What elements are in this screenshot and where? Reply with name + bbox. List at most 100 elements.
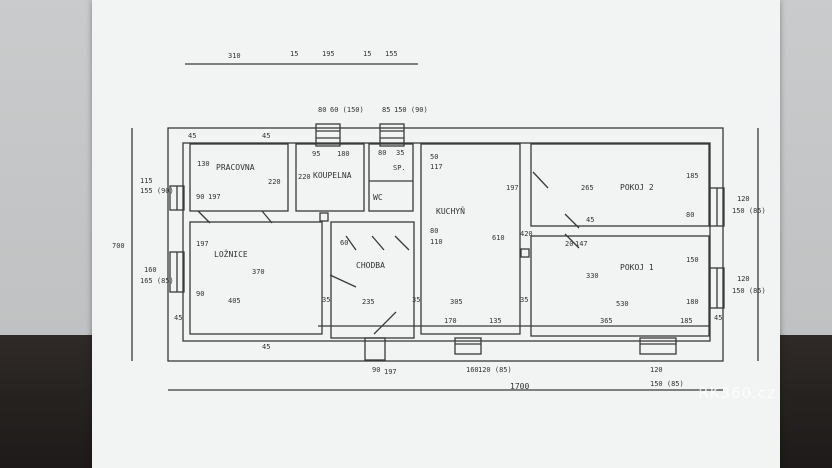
dim-label: 20 <box>565 240 573 248</box>
room-label-chodba: CHODBA <box>356 261 385 270</box>
dim-label: 220 <box>298 173 311 181</box>
room-label-kuchyn: KUCHYŇ <box>436 205 465 216</box>
door-swing <box>261 210 273 224</box>
dim-label: 80 <box>430 227 438 235</box>
door-swing <box>329 274 357 288</box>
room-kuchyn <box>420 143 521 335</box>
dim-label: 530 <box>616 300 629 308</box>
room-koupelna <box>295 143 365 212</box>
dim-label: 120 <box>737 195 750 203</box>
dim-label: 147 <box>575 240 588 248</box>
dim-label: 45 <box>174 314 182 322</box>
dim-label: 235 <box>362 298 375 306</box>
dim-label: 197 <box>384 368 397 376</box>
dim-label: 150 <box>686 256 699 264</box>
dim-label: 180 <box>337 150 350 158</box>
dim-label: 45 <box>262 132 270 140</box>
dim-label: SP. <box>393 164 406 172</box>
dim-label: 170 <box>444 317 457 325</box>
dim-label: 185 <box>680 317 693 325</box>
dim-label: 60 <box>340 239 348 247</box>
dim-label-overall-width: 1700 <box>510 382 529 391</box>
dim-label: 35 <box>322 296 330 304</box>
dim-label: 45 <box>188 132 196 140</box>
room-label-pracovna: PRACOVNA <box>216 163 255 172</box>
door-swing <box>394 235 410 251</box>
door-swing <box>532 171 549 189</box>
dim-label: 310 <box>228 52 241 60</box>
dim-label: 80 <box>378 149 386 157</box>
door-swing <box>371 235 385 251</box>
inner-wall-outline <box>182 142 711 342</box>
dim-label: 610 <box>492 234 505 242</box>
room-label-koupelna: KOUPELNA <box>313 171 352 180</box>
dim-label: 180 <box>686 298 699 306</box>
room-loznice <box>189 221 323 335</box>
door-swing <box>373 311 397 335</box>
dim-label: 220 <box>268 178 281 186</box>
dim-label: 405 <box>228 297 241 305</box>
dim-label: 60 (150) <box>330 106 364 114</box>
dim-label: 185 <box>686 172 699 180</box>
dim-label: 150 (85) <box>732 207 766 215</box>
dim-label: 197 <box>196 240 209 248</box>
dim-label: 35 <box>396 149 404 157</box>
dim-label: 95 <box>312 150 320 158</box>
dim-label: 80 <box>318 106 326 114</box>
dim-label: 197 <box>208 193 221 201</box>
door-swing <box>197 210 211 224</box>
door-swing <box>564 233 580 249</box>
dim-label: 90 <box>196 290 204 298</box>
dim-label: 150 (85) <box>732 287 766 295</box>
room-pokoj-1 <box>530 235 710 337</box>
dim-label: 305 <box>450 298 463 306</box>
dim-label: 130 <box>197 160 210 168</box>
room-wc <box>368 143 414 212</box>
dim-label: 90 <box>372 366 380 374</box>
room-pokoj-2 <box>530 143 710 227</box>
room-pracovna <box>189 143 289 212</box>
dim-label: 85 <box>382 106 390 114</box>
dim-label: 135 <box>489 317 502 325</box>
dim-label: 150 (90) <box>394 106 428 114</box>
dim-label: 80 <box>686 211 694 219</box>
dim-label: 365 <box>600 317 613 325</box>
dim-label: 370 <box>252 268 265 276</box>
dim-label: 15 <box>363 50 371 58</box>
door-swing <box>564 213 580 229</box>
dim-label: 35 <box>412 296 420 304</box>
dim-label: 15 <box>290 50 298 58</box>
dim-label: 90 <box>196 193 204 201</box>
outer-wall <box>167 127 724 362</box>
room-label-pokoj1: POKOJ 1 <box>620 263 654 272</box>
dim-label: 115 <box>140 177 153 185</box>
dim-label: 117 <box>430 163 443 171</box>
dim-label: 120 <box>650 366 663 374</box>
dim-label: 195 <box>322 50 335 58</box>
door-swing <box>345 235 357 251</box>
dim-label: 35 <box>520 296 528 304</box>
plan-lines <box>131 63 759 391</box>
dim-label: 45 <box>586 216 594 224</box>
dim-label: 110 <box>430 238 443 246</box>
room-label-pokoj2: POKOJ 2 <box>620 183 654 192</box>
room-label-loznice: LOŽNICE <box>214 248 248 259</box>
dim-label: 150 (85) <box>650 380 684 388</box>
dim-label: 45 <box>262 343 270 351</box>
chimney-2 <box>520 248 530 258</box>
dim-label: 50 <box>430 153 438 161</box>
dim-label: 120 (85) <box>478 366 512 374</box>
dim-label: 330 <box>586 272 599 280</box>
dim-label: 120 <box>737 275 750 283</box>
dim-label: 165 (85) <box>140 277 174 285</box>
watermark-logo: RK360.cz <box>698 384 776 402</box>
dim-label: 160 <box>144 266 157 274</box>
room-label-wc: WC <box>373 193 383 202</box>
dim-label: 420 <box>520 230 533 238</box>
window-hatches <box>169 123 725 361</box>
dim-label: 700 <box>112 242 125 250</box>
dim-label: 155 <box>385 50 398 58</box>
dim-label: 45 <box>714 314 722 322</box>
